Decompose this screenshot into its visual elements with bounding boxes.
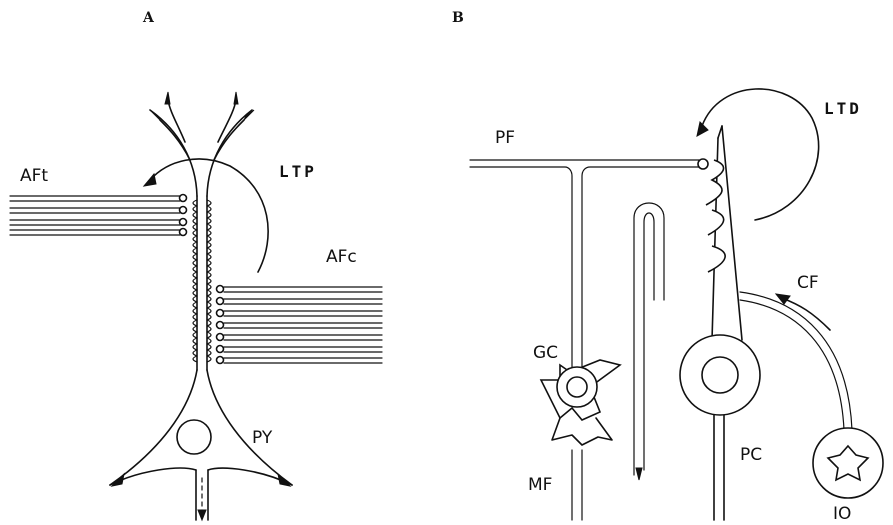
label-io: IO [833, 504, 851, 524]
label-pf: PF [495, 128, 515, 148]
panel-b-letter: B [452, 10, 464, 26]
label-pc: PC [740, 445, 762, 465]
label-mf: MF [528, 475, 552, 495]
dendrite-shaft [193, 196, 211, 370]
afc-fibers [217, 286, 383, 364]
aft-fibers [10, 195, 187, 236]
loop-fiber [634, 203, 664, 480]
ltp-arrow [144, 159, 268, 272]
label-ltd: LTD [824, 99, 862, 118]
granule-cell [541, 360, 620, 520]
inferior-olive-cell [813, 428, 883, 498]
label-aft: AFt [20, 166, 48, 186]
label-py: PY [252, 428, 273, 448]
panel-a-letter: A [142, 10, 155, 26]
label-ltp: LTP [279, 162, 317, 181]
ltd-arrow [697, 89, 819, 220]
label-gc: GC [533, 343, 558, 363]
panel-b: B [452, 10, 883, 524]
parallel-fiber [470, 159, 708, 372]
label-cf: CF [797, 273, 819, 293]
apical-dendrite [150, 92, 254, 196]
label-afc: AFc [326, 247, 357, 267]
panel-a: A [10, 10, 382, 520]
